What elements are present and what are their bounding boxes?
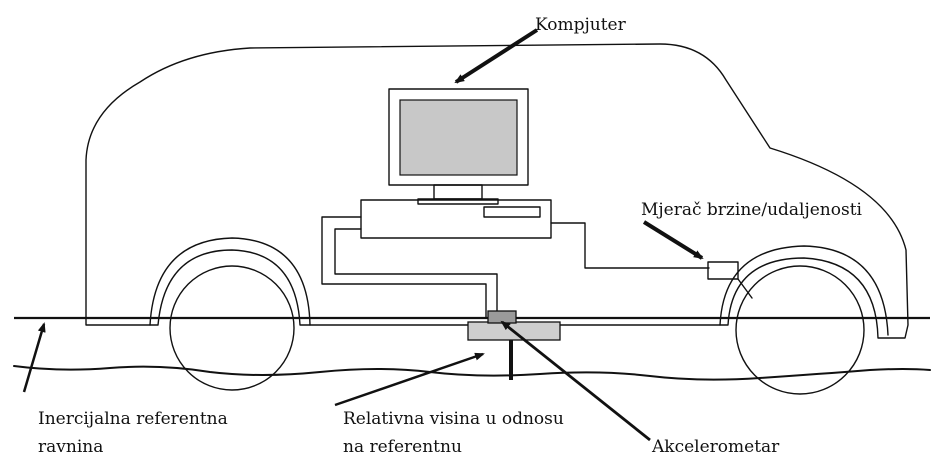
inertial-plane-label-line2: ravnina	[38, 437, 103, 457]
van-body-outline	[85, 43, 909, 339]
computer-label: Kompjuter	[535, 15, 627, 35]
relative-height-arrow	[334, 352, 485, 407]
cable-to-speed-meter	[550, 222, 710, 269]
monitor-neck	[433, 184, 483, 200]
road-surface	[13, 365, 931, 381]
relative-height-label-line1: Relativna visina u odnosu	[343, 409, 564, 429]
accelerometer-arrow	[500, 320, 651, 442]
relative-height-label-line2: na referentnu	[343, 437, 462, 457]
speed-meter-label: Mjerač brzine/udaljenosti	[641, 200, 863, 220]
speed-meter-box	[707, 261, 739, 280]
front-wheel-arch	[719, 245, 889, 336]
rear-wheel	[169, 265, 295, 391]
inertial-plane-label-line1: Inercijalna referentna	[38, 409, 228, 429]
accelerometer-sensor	[487, 310, 517, 324]
speed-meter-wire	[737, 278, 753, 299]
rear-wheel-arch	[149, 237, 311, 326]
computer-arrow	[454, 28, 539, 84]
inertial-plane-arrow	[22, 322, 46, 393]
monitor-base	[417, 198, 499, 205]
front-wheel	[735, 265, 865, 395]
computer-case	[360, 199, 552, 239]
monitor-screen	[399, 99, 518, 176]
speed-meter-arrow	[642, 220, 704, 260]
disk-drive-slot	[483, 206, 541, 218]
cable-to-accelerometer-inner	[334, 228, 498, 319]
cable-to-accelerometer-outer	[321, 216, 487, 319]
accelerometer-label: Akcelerometar	[651, 437, 780, 457]
